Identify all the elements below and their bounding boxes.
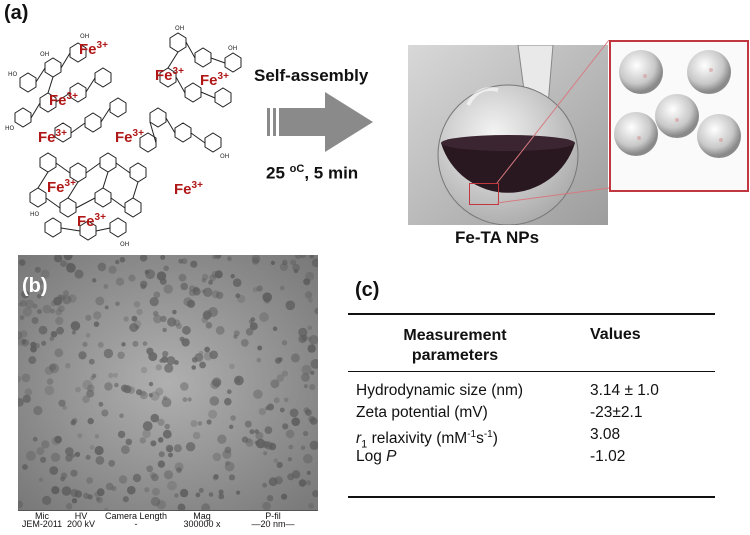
fe-ion-label: Fe3+ [155, 66, 184, 84]
fe-ion-label: Fe3+ [115, 128, 144, 146]
self-assembly-label: Self-assembly [254, 66, 369, 85]
tem-header-camera: Camera Length [104, 511, 168, 521]
product-label: Fe-TA NPs [455, 228, 540, 247]
svg-text:OH: OH [120, 241, 129, 246]
table-header-params: Measurement parameters [403, 327, 507, 364]
svg-text:OH: OH [80, 33, 89, 40]
fe-ion-label: Fe3+ [77, 212, 106, 230]
flask-photo [408, 45, 608, 225]
svg-text:HO: HO [30, 211, 40, 218]
tem-value-mag: 300000 x [183, 519, 221, 528]
tem-micrograph [18, 255, 318, 513]
tem-header-pfil: P-fil [265, 511, 281, 521]
table-row-value: -1.02 [590, 448, 626, 465]
zoom-region-box [469, 183, 499, 205]
panel-c-label: (c) [355, 279, 380, 301]
svg-text:HO: HO [5, 125, 15, 132]
fe-ion-label: Fe3+ [49, 91, 78, 109]
table-row-param: Hydrodynamic size (nm) [356, 382, 524, 399]
process-arrow-icon [267, 92, 373, 152]
table-row-param: Log P [356, 448, 397, 465]
tem-info-bar: Mic HV Camera Length Mag P-fil JEM-2011 … [18, 510, 318, 528]
table-row-param: Zeta potential (mV) [356, 404, 488, 421]
fe-ion-label: Fe3+ [200, 71, 229, 89]
tem-scale-bar: —20 nm— [251, 519, 295, 528]
zoom-lines [496, 39, 610, 204]
tem-value-hv: 200 kV [66, 519, 96, 528]
fe-ion-label: Fe3+ [174, 180, 203, 198]
nanoparticle-inset [609, 40, 749, 192]
table-mid-rule [348, 371, 715, 372]
svg-text:OH: OH [220, 153, 229, 160]
svg-text:OH: OH [228, 45, 237, 52]
fe-ion-label: Fe3+ [79, 40, 108, 58]
tem-header-mag: Mag [193, 511, 211, 521]
svg-text:HO: HO [8, 71, 18, 78]
table-row-value: -23±2.1 [590, 404, 643, 421]
tem-value-mic: JEM-2011 [21, 519, 63, 528]
table-top-rule [348, 313, 715, 315]
fe-ion-label: Fe3+ [47, 178, 76, 196]
tem-header-hv: HV [74, 511, 88, 521]
tem-header-mic: Mic [35, 511, 49, 521]
table-row-param: r1 relaxivity (mM-1s-1) [356, 429, 498, 451]
tannic-acid-network-diagram: HO OH OH OH OH HO OH HO OH [5, 25, 242, 246]
nanoparticle-cluster-icon [614, 50, 741, 158]
tem-image: (b) Mic HV Camera Length Mag P-fil JEM-2… [18, 255, 318, 528]
svg-text:OH: OH [175, 25, 184, 32]
svg-text:OH: OH [40, 51, 49, 58]
panel-b-label: (b) [22, 275, 48, 297]
table-row-value: 3.14 ± 1.0 [590, 382, 659, 399]
table-header-values: Values [590, 326, 641, 343]
table-row-value: 3.08 [590, 426, 621, 443]
table-bottom-rule [348, 496, 715, 498]
reaction-conditions: 25 oC, 5 min [266, 163, 359, 183]
panel-a-label: (a) [4, 2, 29, 24]
tem-value-camera: - [134, 519, 138, 528]
fe-ion-label: Fe3+ [38, 128, 67, 146]
